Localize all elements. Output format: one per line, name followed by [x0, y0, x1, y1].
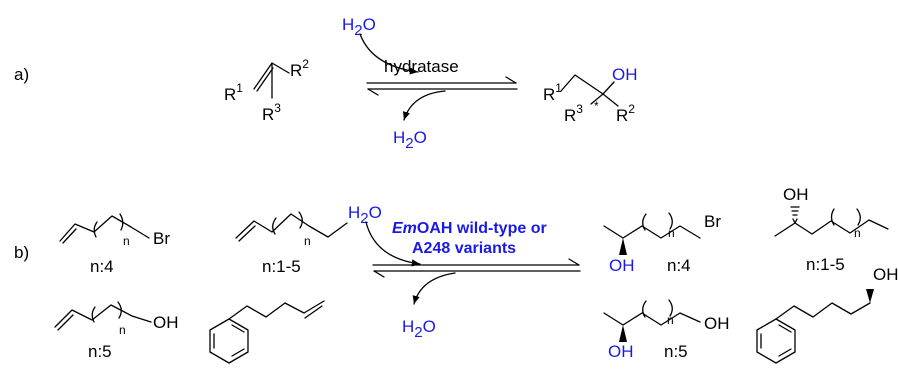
wedge-bond-3 — [619, 325, 627, 342]
enzyme-hydratase: hydratase — [384, 57, 459, 76]
product-3-n: n — [667, 313, 674, 327]
water-in-arrow-b — [365, 221, 421, 267]
stereocenter-star: * — [594, 99, 599, 113]
hash-bond — [790, 206, 800, 224]
panel-a-label: a) — [14, 65, 29, 84]
wedge-bond-4 — [866, 289, 874, 303]
water-out-b: H2O — [402, 317, 436, 341]
water-out-a: H2O — [393, 128, 427, 152]
product-2-cond: n:1-5 — [806, 255, 845, 274]
equilibrium-arrow-b — [372, 258, 581, 278]
product-1-cond: n:4 — [667, 256, 691, 275]
alkene-reactant: R1 R2 R3 — [224, 57, 309, 124]
product-phenylalcohol: OH — [756, 265, 898, 364]
substrate-2-n: n — [304, 234, 311, 248]
product-r3: R3 — [564, 102, 583, 125]
product-r2: R2 — [616, 102, 635, 125]
substrate-bromoalkene: n Br n:4 — [59, 213, 170, 276]
product-1-oh: OH — [609, 256, 635, 275]
substrate-3-cond: n:5 — [88, 342, 112, 361]
wedge-bond — [619, 238, 627, 255]
water-in-a: H2O — [342, 15, 376, 39]
water-in-b: H2O — [348, 203, 382, 227]
substrate-3-oh: OH — [153, 313, 179, 332]
water-out-arrow-b — [412, 272, 456, 305]
product-bromoalcohol: OH n Br n:4 — [603, 212, 721, 275]
substrate-1-br: Br — [153, 229, 170, 248]
product-4-oh: OH — [873, 265, 898, 284]
enzyme-variants: A248 variants — [412, 240, 516, 257]
r3-group: R3 — [262, 101, 281, 124]
product-3-terminal-oh: OH — [704, 314, 730, 333]
substrate-alkene: n n:1-5 — [235, 211, 348, 276]
product-r1: R1 — [543, 81, 562, 104]
substrate-3-n: n — [119, 323, 126, 337]
product-alkanol: OH n n:1-5 — [774, 185, 889, 274]
r2-group: R2 — [290, 57, 309, 80]
product-3-oh: OH — [608, 342, 634, 361]
product-2-oh: OH — [783, 185, 809, 204]
water-out-arrow-a — [402, 90, 446, 121]
substrate-2-cond: n:1-5 — [262, 257, 301, 276]
enzyme-emoah: EmOAH wild-type or — [392, 220, 547, 237]
alcohol-product: R1 OH R3 * R2 — [543, 65, 638, 125]
substrate-1-cond: n:4 — [90, 257, 114, 276]
product-diol: OH n OH n:5 — [603, 299, 730, 361]
water-in-arrow-a — [359, 33, 419, 75]
r1-group: R1 — [224, 81, 243, 104]
substrate-1-n: n — [123, 234, 130, 248]
product-1-n: n — [668, 226, 675, 240]
equilibrium-arrow-a — [366, 76, 518, 96]
product-1-br: Br — [704, 212, 721, 231]
substrate-alkenol: n OH n:5 — [54, 301, 179, 361]
product-hydroxyl: OH — [612, 65, 638, 84]
substrate-phenylbutene — [209, 300, 325, 364]
product-3-cond: n:5 — [664, 342, 688, 361]
panel-b-label: b) — [14, 243, 29, 262]
product-2-n: n — [854, 226, 861, 240]
